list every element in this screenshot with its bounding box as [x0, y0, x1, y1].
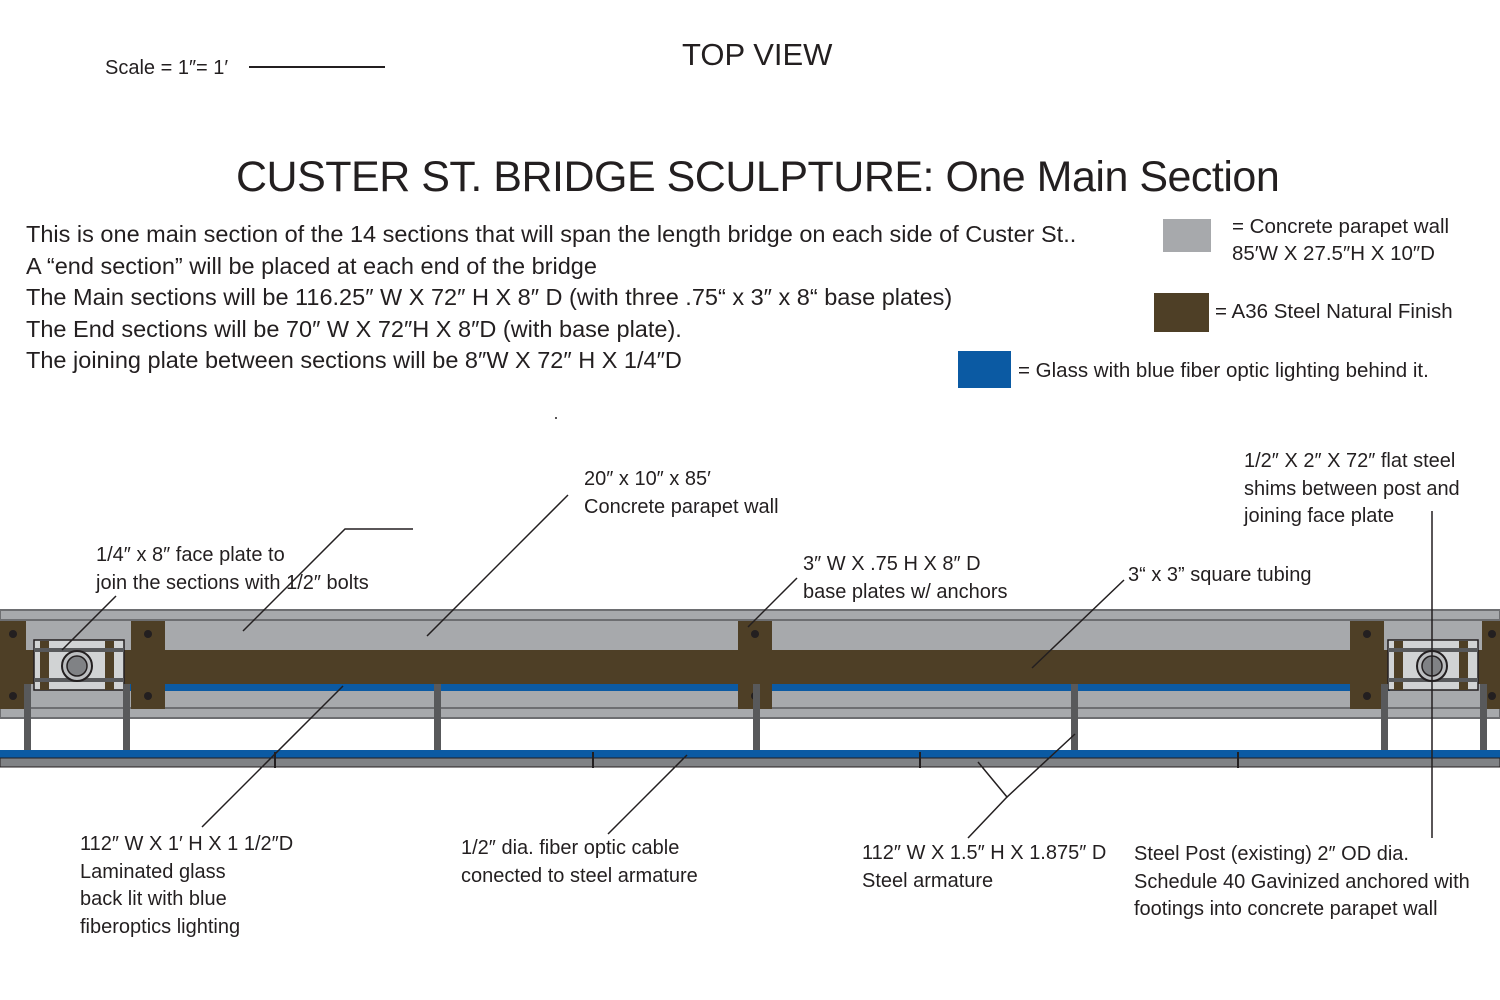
armature-post — [1480, 684, 1487, 766]
callout-line: 112″ W X 1.5″ H X 1.875″ D — [862, 842, 1107, 864]
callout-flat-steel-shims: 1/2″ X 2″ X 72″ flat steel shims between… — [1244, 448, 1460, 531]
callout-line: 3“ x 3” square tubing — [1128, 564, 1312, 586]
leader-line-fiber-optic — [607, 754, 688, 835]
intro-line: The End sections will be 70″ W X 72″H X … — [26, 315, 682, 342]
callout-concrete-wall: 20″ x 10″ x 85′ Concrete parapet wall — [584, 466, 779, 521]
fiber-optic-cable — [0, 750, 1500, 758]
callout-line: Concrete parapet wall — [584, 495, 779, 518]
intro-line: This is one main section of the 14 secti… — [26, 221, 1077, 247]
joining-assembly-right — [1387, 639, 1479, 691]
bolt-bar — [34, 648, 124, 652]
flat-steel-shim — [105, 641, 114, 690]
legend-concrete-size: 85′W X 27.5″H X 10″D — [1232, 242, 1435, 265]
callout-steel-post: Steel Post (existing) 2″ OD dia. Schedul… — [1134, 841, 1470, 924]
intro-line: The joining plate between sections will … — [26, 347, 682, 373]
callout-line: joining face plate — [1244, 505, 1395, 527]
legend-swatch-steel — [1154, 293, 1209, 332]
flat-steel-shim — [40, 641, 49, 690]
callout-line: shims between post and — [1244, 477, 1460, 500]
callout-square-tubing: 3“ x 3” square tubing — [1128, 562, 1311, 590]
bolt-bar — [1388, 648, 1478, 652]
callout-line: 112″ W X 1′ H X 1 1/2″D — [80, 833, 294, 855]
callout-line: join the sections with 1/2″ bolts — [96, 571, 369, 594]
leader-line-face-plate-bolt — [61, 595, 117, 651]
flat-steel-shim — [1394, 641, 1403, 690]
leader-line-laminated-glass — [201, 685, 344, 828]
anchor-bolt — [1363, 630, 1371, 638]
callout-line: Schedule 40 Gavinized anchored with — [1134, 870, 1470, 893]
callout-fiber-optic-cable: 1/2″ dia. fiber optic cable conected to … — [461, 835, 698, 890]
leader-line-face-plate — [242, 528, 413, 632]
scale-label: Scale = 1″= 1′ — [105, 57, 229, 79]
anchor-bolt — [751, 630, 759, 638]
intro-line: The Main sections will be 116.25″ W X 72… — [26, 284, 953, 310]
callout-line: Laminated glass — [80, 860, 226, 883]
armature-post — [24, 684, 31, 766]
leader-line-concrete-wall — [426, 494, 569, 637]
legend-steel-label: = A36 Steel Natural Finish — [1215, 300, 1453, 323]
armature-post — [1381, 684, 1388, 766]
callout-laminated-glass: 112″ W X 1′ H X 1 1/2″D Laminated glass … — [80, 831, 293, 941]
anchor-bolt — [1363, 692, 1371, 700]
callout-line: conected to steel armature — [461, 864, 698, 887]
flat-steel-shim — [1459, 641, 1468, 690]
anchor-bolt — [9, 692, 17, 700]
leader-lines — [61, 494, 1433, 839]
legend-swatch-concrete — [1163, 219, 1211, 252]
leader-line-steel-armature-tail — [967, 796, 1008, 839]
main-title: CUSTER ST. BRIDGE SCULPTURE: One Main Se… — [236, 153, 1280, 201]
leader-line-square-tubing — [1031, 579, 1125, 669]
callout-line: 1/2″ X 2″ X 72″ flat steel — [1244, 450, 1456, 472]
callout-line: 1/4″ x 8″ face plate to — [96, 544, 285, 566]
armature-joints — [274, 752, 1239, 768]
anchor-bolt — [1488, 692, 1496, 700]
legend-concrete: = Concrete parapet wall 85′W X 27.5″H X … — [1232, 213, 1449, 267]
legend-swatch-glass — [958, 351, 1011, 388]
base-plates — [0, 621, 1500, 709]
callout-face-plate: 1/4″ x 8″ face plate to join the section… — [96, 542, 369, 597]
armature-post — [1071, 684, 1078, 766]
steel-post — [66, 655, 88, 677]
dot-mark — [555, 417, 557, 419]
callout-base-plates: 3″ W X .75 H X 8″ D base plates w/ ancho… — [803, 551, 1008, 606]
callout-line: back lit with blue — [80, 888, 227, 910]
callout-line: 3″ W X .75 H X 8″ D — [803, 553, 981, 575]
joining-assembly-left — [33, 639, 125, 691]
steel-armature — [0, 757, 1500, 768]
callout-line: 20″ x 10″ x 85′ — [584, 468, 711, 490]
callout-line: footings into concrete parapet wall — [1134, 898, 1438, 920]
legend-glass-label: = Glass with blue fiber optic lighting b… — [1018, 359, 1429, 382]
leader-line-base-plates — [747, 577, 798, 628]
anchor-bolt — [9, 630, 17, 638]
armature-post — [434, 684, 441, 766]
armature-post — [753, 684, 760, 766]
armature-posts — [24, 684, 1487, 766]
armature-post — [123, 684, 130, 766]
callout-line: 1/2″ dia. fiber optic cable — [461, 837, 680, 859]
callout-line: base plates w/ anchors — [803, 580, 1008, 603]
anchor-bolt — [144, 630, 152, 638]
callout-line: Steel Post (existing) 2″ OD dia. — [1134, 843, 1409, 865]
anchor-bolt — [1488, 630, 1496, 638]
scale-bar — [249, 66, 385, 68]
callout-line: Steel armature — [862, 869, 994, 892]
callout-line: fiberoptics lighting — [80, 915, 241, 938]
intro-line: A “end section” will be placed at each e… — [26, 252, 597, 279]
legend-concrete-label: = Concrete parapet wall — [1232, 215, 1450, 238]
anchor-bolt — [144, 692, 152, 700]
callout-steel-armature: 112″ W X 1.5″ H X 1.875″ D Steel armatur… — [862, 840, 1106, 895]
view-title: TOP VIEW — [682, 37, 833, 72]
intro-description: This is one main section of the 14 secti… — [26, 219, 1076, 377]
